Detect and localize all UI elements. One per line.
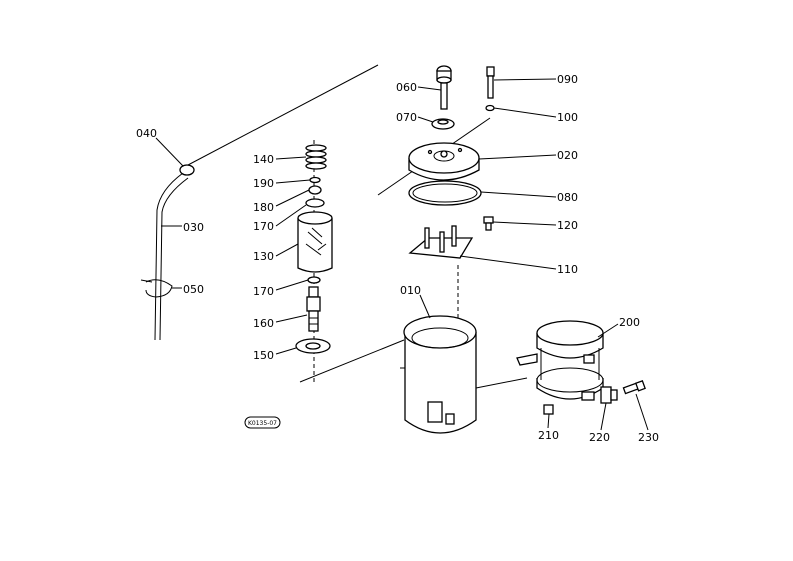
- valve-160: [306, 286, 321, 332]
- label-120: 120: [557, 219, 578, 232]
- label-010: 010: [400, 284, 421, 297]
- seal-170-bottom: [307, 276, 321, 284]
- drawing-code: K0135-07: [248, 420, 277, 427]
- label-020: 020: [557, 149, 578, 162]
- label-090: 090: [557, 73, 578, 86]
- label-040: 040: [136, 127, 157, 140]
- gasket-080: [408, 180, 482, 206]
- label-150: 150: [253, 349, 274, 362]
- washer-100: [485, 104, 495, 112]
- leader-010-diagonal: [299, 339, 405, 383]
- ring-180: [308, 185, 322, 195]
- gasket-150: [295, 338, 331, 354]
- filter-element-130: [297, 211, 333, 273]
- connector-040: [179, 164, 195, 176]
- label-060: 060: [396, 81, 417, 94]
- label-230: 230: [638, 431, 659, 444]
- bolt-090: [486, 66, 495, 99]
- label-100: 100: [557, 111, 578, 124]
- label-110: 110: [557, 263, 578, 276]
- washer-070: [431, 118, 455, 130]
- gasket-080-inner: [412, 183, 478, 203]
- base-plate-110: [408, 225, 474, 259]
- cap-060: [436, 65, 452, 110]
- label-leaders: [155, 78, 649, 431]
- label-160: 160: [253, 317, 274, 330]
- leader-010-bracket: [475, 377, 528, 389]
- label-200: 200: [619, 316, 640, 329]
- clamp-050: [145, 279, 173, 298]
- bolt-230: [622, 380, 646, 395]
- label-190: 190: [253, 177, 274, 190]
- label-140: 140: [253, 153, 274, 166]
- label-210: 210: [538, 429, 559, 442]
- leader-040-long: [187, 64, 379, 166]
- cover-020: [408, 142, 480, 181]
- label-170-top: 170: [253, 220, 274, 233]
- label-130: 130: [253, 250, 274, 263]
- clamp-050-tab: [140, 279, 153, 283]
- label-080: 080: [557, 191, 578, 204]
- drawing-code-badge: K0135-07: [244, 416, 281, 429]
- washer-190: [309, 176, 321, 184]
- seal-170-top: [305, 198, 325, 208]
- nut-210: [543, 404, 554, 415]
- plug-120: [483, 216, 494, 231]
- label-030: 030: [183, 221, 204, 234]
- label-050: 050: [183, 283, 204, 296]
- label-220: 220: [589, 431, 610, 444]
- label-070: 070: [396, 111, 417, 124]
- housing-010: [400, 315, 477, 434]
- spring-140: [305, 144, 327, 170]
- label-170-bottom: 170: [253, 285, 274, 298]
- band-bracket-200: [516, 320, 604, 401]
- label-180: 180: [253, 201, 274, 214]
- collar-220: [600, 386, 618, 404]
- pipe-030: [154, 172, 189, 341]
